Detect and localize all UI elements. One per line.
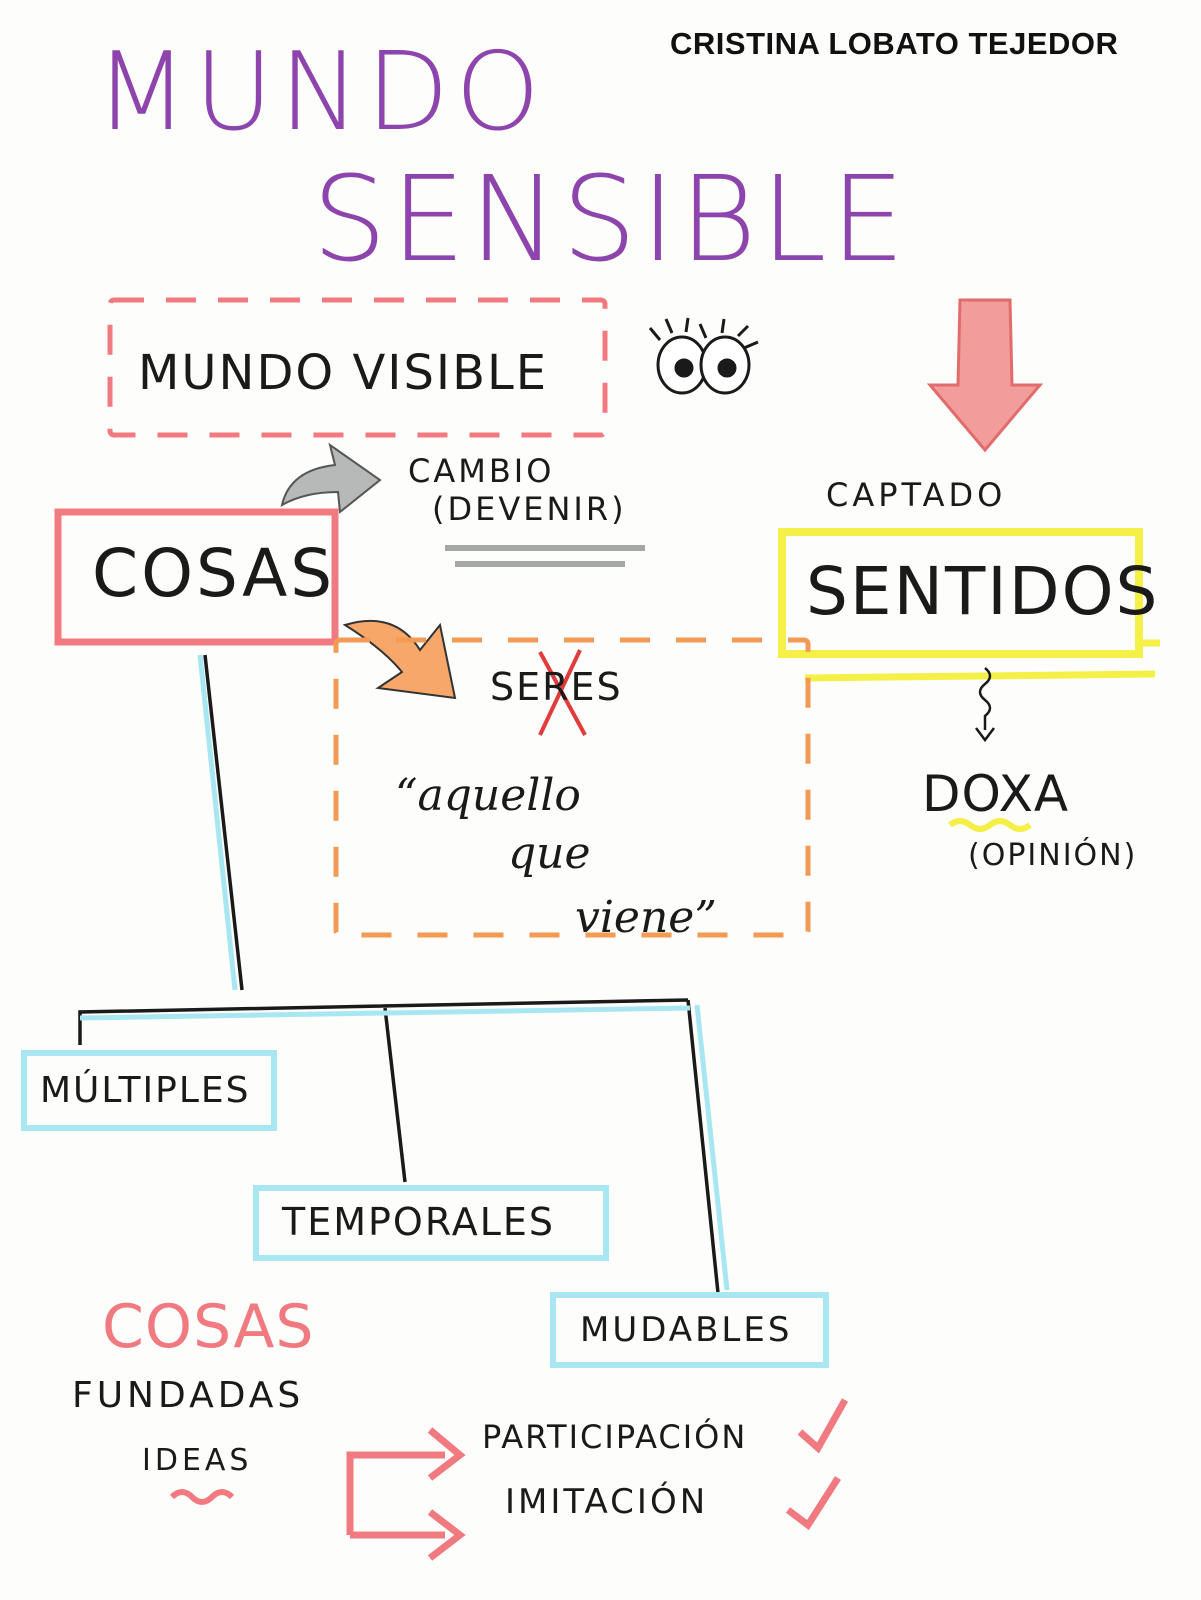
participacion-label: PARTICIPACIÓN	[482, 1418, 748, 1456]
imitacion-label: IMITACIÓN	[505, 1482, 709, 1522]
mudables-box	[550, 1292, 829, 1368]
cosas-pink-label: COSAS	[102, 1292, 315, 1362]
aquello-line-1: “aquello	[395, 770, 581, 821]
aquello-line-2: que	[508, 828, 591, 879]
tree-lines	[78, 654, 720, 1294]
cosas-box	[54, 508, 339, 646]
seres-label: SERES	[490, 665, 623, 709]
orange-arrow-icon	[342, 619, 457, 700]
sentidos-label: SENTIDOS	[806, 553, 1160, 630]
branch-temporales: TEMPORALES	[282, 1200, 555, 1244]
relation-arrows	[346, 1427, 466, 1561]
cosas-label: COSAS	[92, 535, 336, 612]
multiples-box	[21, 1050, 277, 1131]
ideas-label: IDEAS	[142, 1443, 253, 1478]
sentidos-box	[778, 528, 1143, 658]
cambio-label: CAMBIO	[408, 452, 555, 490]
opinion-label: (OPINIÓN)	[968, 838, 1138, 873]
temporales-box	[253, 1185, 609, 1261]
seres-box	[333, 637, 811, 938]
branch-mudables: MUDABLES	[580, 1310, 793, 1350]
captado-label: CAPTADO	[826, 476, 1007, 514]
aquello-line-3: viene”	[575, 892, 717, 943]
check-icon	[785, 1476, 841, 1531]
sentidos-underline	[804, 670, 1156, 682]
fundadas-label: FUNDADAS	[72, 1375, 305, 1416]
squiggle-arrow	[975, 667, 995, 743]
curved-arrow-icon	[280, 442, 382, 514]
branch-multiples: MÚLTIPLES	[40, 1070, 251, 1111]
devenir-label: (DEVENIR)	[432, 490, 627, 528]
check-icon	[797, 1398, 849, 1454]
cross-mark	[538, 649, 587, 736]
mundo-visible-label: MUNDO VISIBLE	[138, 345, 549, 401]
doxa-label: DOXA	[922, 765, 1070, 823]
author-name: CRISTINA LOBATO TEJEDOR	[670, 26, 1119, 61]
down-arrow-icon	[926, 298, 1044, 453]
eyes-icon	[648, 317, 759, 395]
title-line-1: MUNDO	[95, 30, 547, 155]
title-line-2: SENSIBLE	[312, 150, 909, 288]
